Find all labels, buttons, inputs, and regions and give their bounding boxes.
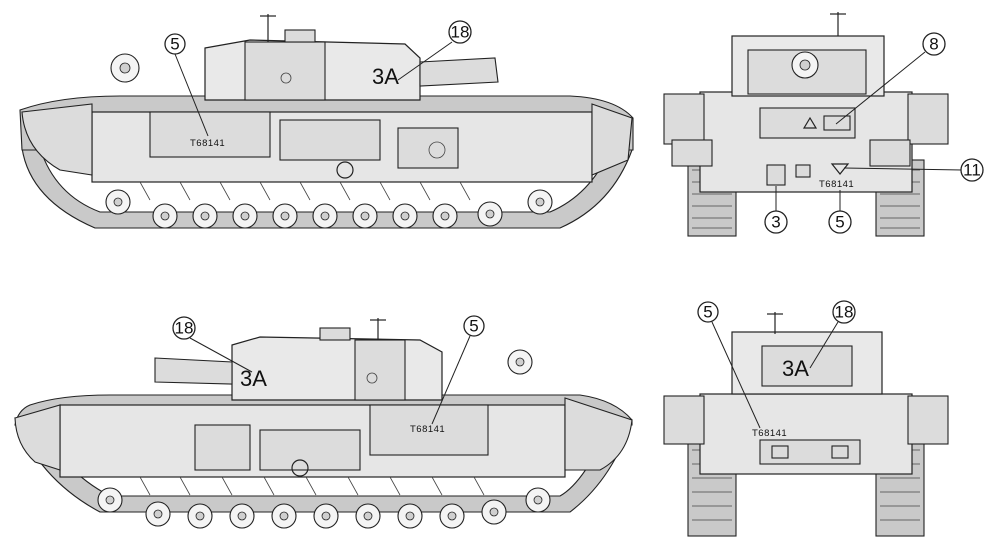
headlamp-left <box>771 445 789 459</box>
left-pannier-front <box>663 395 705 445</box>
bridge-triangle <box>830 163 850 175</box>
callout-3: 3 <box>764 210 788 234</box>
tank-side-view-right: 3A T68141 18 5 <box>14 315 633 529</box>
callout-11: 11 <box>960 158 984 182</box>
tank-rear-view: T68141 8 11 3 5 <box>663 12 984 237</box>
turret-code-marking: 3A <box>372 64 399 89</box>
road-wheels <box>105 189 553 229</box>
turret-code-marking-3: 3A <box>782 356 809 381</box>
front-horn <box>21 103 93 176</box>
left-box <box>671 139 713 167</box>
cupola <box>284 29 316 43</box>
svg-text:5: 5 <box>170 35 179 54</box>
svg-text:5: 5 <box>703 303 712 322</box>
rear-horn <box>591 103 633 176</box>
callout-18-side: 18 <box>172 316 196 340</box>
tank-front-view: 3A T68141 5 18 <box>663 300 949 537</box>
callout-18-front: 18 <box>832 300 856 324</box>
rear-horn-2 <box>14 404 61 471</box>
callout-5-side: 5 <box>463 315 485 337</box>
svg-text:18: 18 <box>175 319 194 338</box>
svg-text:8: 8 <box>929 35 938 54</box>
cupola-2 <box>319 327 351 341</box>
gun-barrel-2 <box>154 357 233 385</box>
callout-18: 18 <box>448 20 472 44</box>
svg-text:3: 3 <box>771 213 780 232</box>
headlamp-right <box>831 445 849 459</box>
callout-5: 5 <box>164 33 186 55</box>
serial-marking-3: T68141 <box>752 428 787 439</box>
pannier-box <box>149 111 271 158</box>
warning-triangle <box>802 116 818 129</box>
turret-front-block <box>244 41 326 101</box>
callout-5-rear: 5 <box>828 210 852 234</box>
pannier-box-2 <box>369 404 489 456</box>
callout-8: 8 <box>922 32 946 56</box>
escape-door-2 <box>194 424 251 471</box>
road-wheels-2 <box>97 487 551 529</box>
serial-marking: T68141 <box>190 138 225 149</box>
side-panel-2 <box>259 429 361 471</box>
escape-door <box>397 127 459 169</box>
side-hatch-panel <box>279 119 381 161</box>
serial-marking-2: T68141 <box>410 424 445 435</box>
right-pannier <box>907 93 949 145</box>
svg-text:5: 5 <box>469 317 478 336</box>
svg-text:18: 18 <box>451 23 470 42</box>
plate-3 <box>766 164 786 186</box>
turret-mantlet-block <box>354 339 406 401</box>
turret-code-marking-2: 3A <box>240 366 267 391</box>
mantlet-front <box>761 345 853 387</box>
right-pannier-front <box>907 395 949 445</box>
front-horn-2 <box>564 397 633 471</box>
tank-side-view-left: 3A T68141 5 18 <box>19 14 634 229</box>
left-pannier <box>663 93 705 145</box>
gun-barrel <box>419 57 499 87</box>
tow-bracket <box>795 164 811 178</box>
serial-marking-rear: T68141 <box>819 179 854 190</box>
svg-text:11: 11 <box>963 161 981 180</box>
callout-5-front: 5 <box>697 301 719 323</box>
right-box <box>869 139 911 167</box>
svg-text:5: 5 <box>835 213 844 232</box>
svg-text:18: 18 <box>835 303 854 322</box>
